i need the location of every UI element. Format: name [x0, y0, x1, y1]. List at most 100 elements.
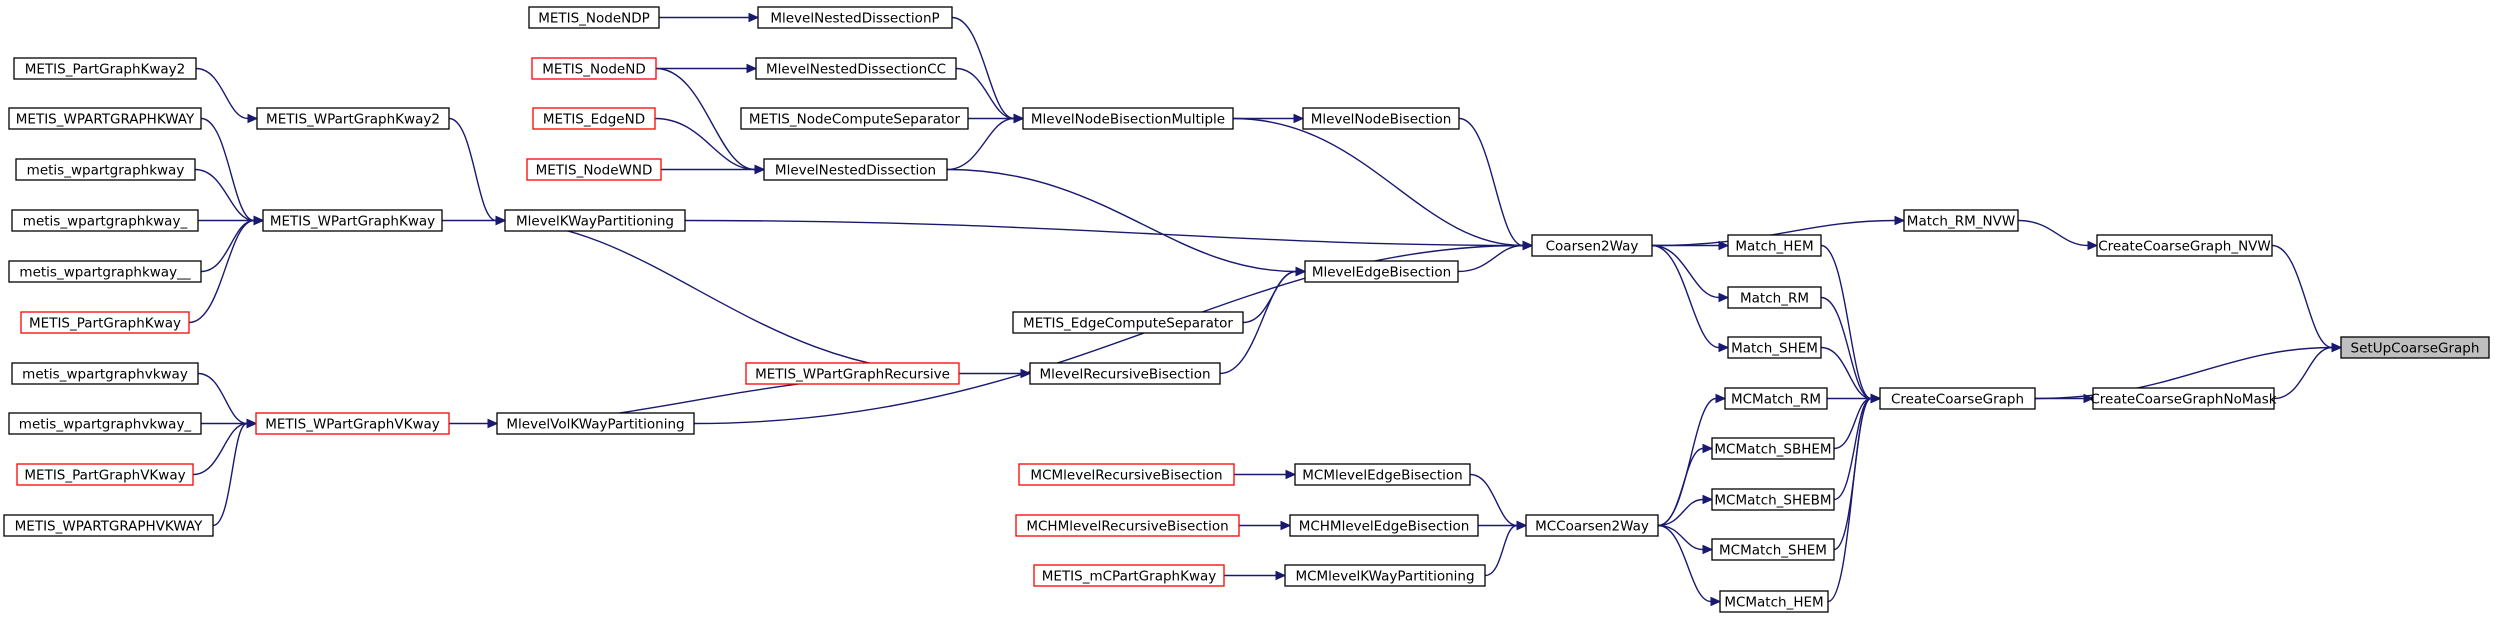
- node-label: MCHMlevelEdgeBisection: [1299, 519, 1470, 535]
- node-mchmlevel-edge-bisection[interactable]: MCHMlevelEdgeBisection: [1289, 514, 1479, 537]
- node-mccoarsen2-way[interactable]: MCCoarsen2Way: [1525, 514, 1659, 537]
- node-label: Match_RM_NVW: [1907, 214, 2015, 230]
- node-create-coarse-graph-nvw[interactable]: CreateCoarseGraph_NVW: [2096, 234, 2273, 257]
- node-metis-wpart-graph-kway[interactable]: METIS_WPartGraphKway: [262, 209, 443, 232]
- node-create-coarse-graph[interactable]: CreateCoarseGraph: [1879, 387, 2036, 410]
- node-box: [256, 107, 450, 130]
- node-label: MCMlevelKWayPartitioning: [1295, 569, 1474, 585]
- arrowhead: [246, 418, 258, 429]
- node-mcmatch-hem[interactable]: MCMatch_HEM: [1719, 590, 1829, 613]
- node-label: Match_SHEM: [1731, 341, 1818, 357]
- arrowhead: [1702, 544, 1714, 555]
- node-box: [1711, 437, 1835, 460]
- node-metis-wpart-graph-vkway[interactable]: METIS_WPartGraphVKway: [255, 412, 450, 435]
- node-mlevel-nested-dissection[interactable]: MlevelNestedDissection: [763, 158, 948, 181]
- arrowhead: [1522, 240, 1534, 251]
- node-set-up-coarse-graph[interactable]: SetUpCoarseGraph: [2340, 336, 2490, 359]
- node-box: [763, 158, 948, 181]
- node-create-coarse-graph-no-mask[interactable]: CreateCoarseGraphNoMask: [2090, 387, 2277, 410]
- node-mcmatch-shebm[interactable]: MCMatch_SHEBM: [1711, 488, 1835, 511]
- node-coarsen2-way[interactable]: Coarsen2Way: [1531, 234, 1653, 257]
- node-box: [740, 107, 969, 130]
- edge-mccoarsen2-way-to-mcmatch-sbhem: [1657, 443, 1714, 527]
- arrowhead: [1295, 266, 1307, 277]
- arrowhead: [487, 418, 499, 429]
- edge-metis-wpartgraphvkway-to-metis-wpart-graph-vkway: [212, 418, 258, 527]
- node-mlevel-nested-dissection-p[interactable]: MlevelNestedDissectionP: [757, 6, 953, 29]
- node-box: [8, 260, 202, 283]
- call-graph-nodes: SetUpCoarseGraph CreateCoarseGraph_NVW Cre…: [3, 6, 2490, 613]
- node-label: METIS_WPartGraphRecursive: [755, 367, 950, 383]
- node-mlevel-vol-kway-partitioning[interactable]: MlevelVolKWayPartitioning: [496, 412, 695, 435]
- node-label: METIS_EdgeComputeSeparator: [1023, 316, 1233, 332]
- node-metis-node-wnd[interactable]: METIS_NodeWND: [526, 158, 662, 181]
- node-label: METIS_PartGraphKway2: [25, 62, 186, 78]
- node-metis-part-graph-vkway[interactable]: METIS_PartGraphVKway: [16, 463, 194, 486]
- node-metis-node-ndp[interactable]: METIS_NodeNDP: [528, 6, 660, 29]
- node-mcmatch-rm[interactable]: MCMatch_RM: [1724, 387, 1828, 410]
- node-mlevel-node-bisection[interactable]: MlevelNodeBisection: [1302, 107, 1460, 130]
- node-mcmlevel-kway-partitioning[interactable]: MCMlevelKWayPartitioning: [1284, 564, 1486, 587]
- node-mlevel-kway-partitioning[interactable]: MlevelKWayPartitioning: [504, 209, 686, 232]
- node-box: [1727, 336, 1822, 359]
- arrowhead: [1894, 215, 1906, 226]
- node-match-shem[interactable]: Match_SHEM: [1727, 336, 1822, 359]
- node-box: [757, 6, 953, 29]
- node-box: [1727, 234, 1822, 257]
- node-mchmlevel-recursive-bisection[interactable]: MCHMlevelRecursiveBisection: [1015, 514, 1240, 537]
- node-metis-wpart-graph-kway2[interactable]: METIS_WPartGraphKway2: [256, 107, 450, 130]
- node-metis-node-compute-separator[interactable]: METIS_NodeComputeSeparator: [740, 107, 969, 130]
- node-metis-wpartgraphvkway[interactable]: METIS_WPARTGRAPHVKWAY: [3, 514, 214, 537]
- node-label: MlevelNodeBisection: [1311, 112, 1452, 128]
- node-mcmatch-sbhem[interactable]: MCMatch_SBHEM: [1711, 437, 1835, 460]
- node-label: MCHMlevelRecursiveBisection: [1026, 519, 1228, 535]
- node-mcmlevel-recursive-bisection[interactable]: MCMlevelRecursiveBisection: [1018, 463, 1235, 486]
- node-metis-wpart-graph-recursive[interactable]: METIS_WPartGraphRecursive: [745, 362, 960, 385]
- edge-mccoarsen2-way-to-mcmatch-hem: [1657, 524, 1722, 607]
- node-label: MCMatch_HEM: [1724, 595, 1823, 611]
- arrowhead: [2331, 342, 2343, 353]
- node-mlevel-node-bisection-multiple[interactable]: MlevelNodeBisectionMultiple: [1022, 107, 1234, 130]
- node-match-rm[interactable]: Match_RM: [1727, 286, 1822, 309]
- node-metis-edge-nd[interactable]: METIS_EdgeND: [532, 107, 656, 130]
- arrowhead: [746, 63, 758, 74]
- node-box: [255, 412, 450, 435]
- node-label: MCMatch_SHEM: [1719, 543, 1827, 559]
- node-mlevel-nested-dissection-cc[interactable]: MlevelNestedDissectionCC: [755, 57, 957, 80]
- node-mlevel-recursive-bisection[interactable]: MlevelRecursiveBisection: [1029, 362, 1221, 385]
- node-label: MlevelKWayPartitioning: [516, 214, 674, 230]
- node-metis-wpartgraphkway[interactable]: metis_wpartgraphkway: [15, 158, 196, 181]
- arrowhead: [1516, 520, 1528, 531]
- node-box: [1294, 463, 1471, 486]
- node-metis-wpartgraphvkway[interactable]: metis_wpartgraphvkway_: [8, 412, 202, 435]
- node-metis-wpartgraphkway[interactable]: METIS_WPARTGRAPHKWAY: [8, 107, 202, 130]
- node-box: [504, 209, 686, 232]
- edge-mlevel-recursive-bisection-to-mlevel-edge-bisection: [1219, 266, 1307, 375]
- arrowhead: [1285, 469, 1297, 480]
- node-metis-wpartgraphkway[interactable]: metis_wpartgraphkway_: [11, 209, 199, 232]
- arrowhead: [2087, 240, 2099, 251]
- node-metis-part-graph-kway[interactable]: METIS_PartGraphKway: [20, 311, 190, 334]
- edge-mlevel-nested-dissection-to-mlevel-edge-bisection: [946, 168, 1307, 277]
- node-box: [526, 158, 662, 181]
- node-metis-wpartgraphkway[interactable]: metis_wpartgraphkway__: [8, 260, 202, 283]
- node-mcmatch-shem[interactable]: MCMatch_SHEM: [1711, 538, 1835, 561]
- node-box: [755, 57, 957, 80]
- node-metis-node-nd[interactable]: METIS_NodeND: [531, 57, 657, 80]
- node-metis-wpartgraphvkway[interactable]: metis_wpartgraphvkway: [11, 362, 199, 385]
- node-label: MlevelNestedDissectionCC: [766, 62, 946, 78]
- node-mcmlevel-edge-bisection[interactable]: MCMlevelEdgeBisection: [1294, 463, 1471, 486]
- node-box: [1289, 514, 1479, 537]
- edge-mchmlevel-recursive-bisection-to-mchmlevel-edge-bisection: [1238, 520, 1292, 531]
- node-label: metis_wpartgraphkway__: [19, 265, 190, 281]
- node-box: [1304, 260, 1459, 283]
- node-label: MCMatch_SHEBM: [1714, 493, 1831, 509]
- node-match-rm-nvw[interactable]: Match_RM_NVW: [1903, 209, 2019, 232]
- node-metis-part-graph-kway2[interactable]: METIS_PartGraphKway2: [13, 57, 197, 80]
- node-metis-edge-compute-separator[interactable]: METIS_EdgeComputeSeparator: [1012, 311, 1244, 334]
- node-match-hem[interactable]: Match_HEM: [1727, 234, 1822, 257]
- node-mlevel-edge-bisection[interactable]: MlevelEdgeBisection: [1304, 260, 1459, 283]
- node-label: METIS_WPartGraphKway: [270, 214, 435, 230]
- node-metis-m-cpart-graph-kway[interactable]: METIS_mCPartGraphKway: [1033, 564, 1225, 587]
- edge-metis-m-cpart-graph-kway-to-mcmlevel-kway-partitioning: [1224, 570, 1287, 581]
